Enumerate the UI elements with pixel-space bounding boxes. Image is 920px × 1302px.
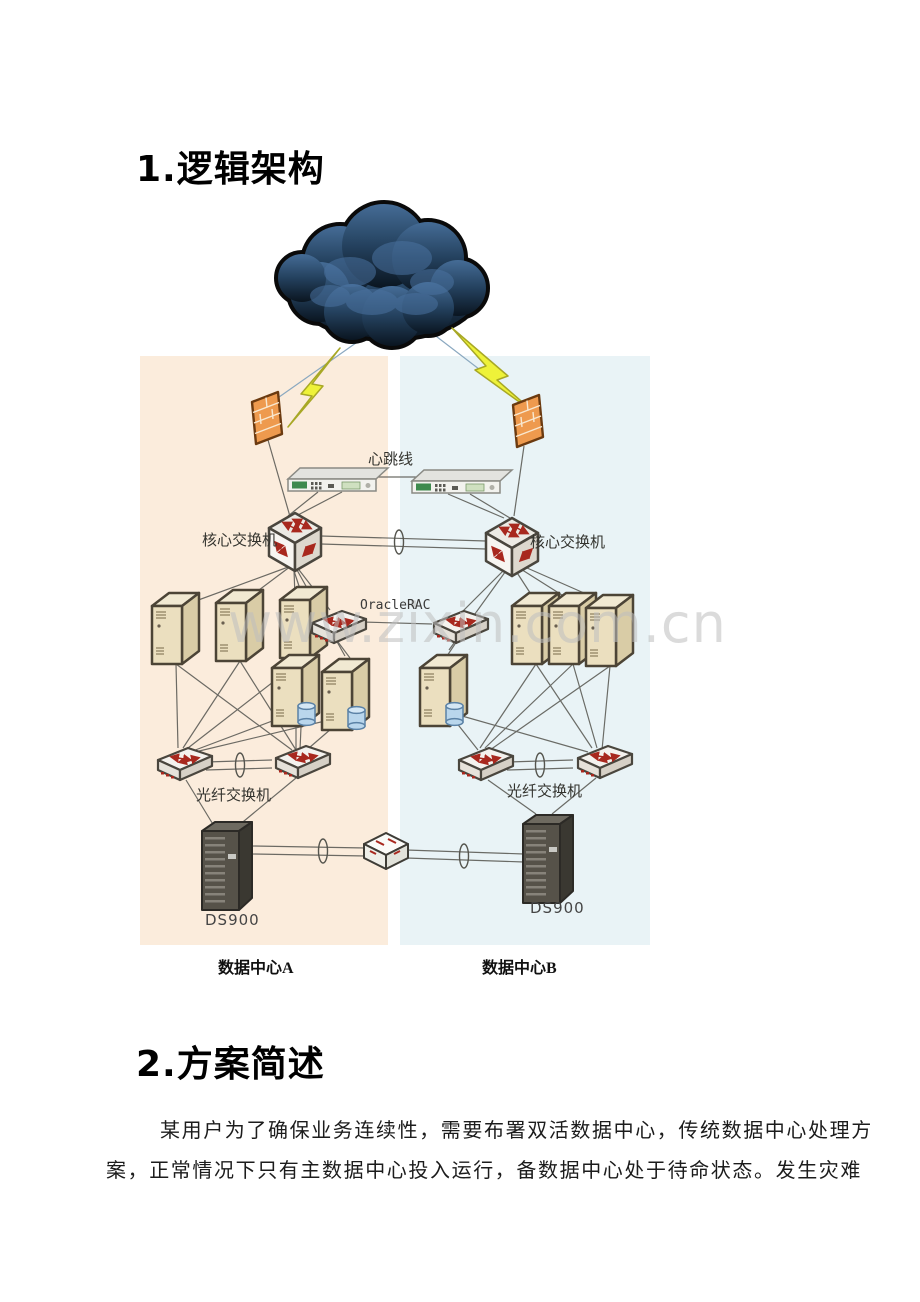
storage-tower-icon-a (201, 821, 253, 911)
paragraph-line: 某用户为了确保业务连续性，需要布署双活数据中心，传统数据中心处理方 (160, 1120, 873, 1142)
fiber-switch-left-label: 光纤交换机 (196, 788, 272, 804)
watermark: www.zixin.com.cn (228, 592, 727, 655)
rack-appliance-icon-b (411, 469, 513, 494)
storage-left-label: DS900 (205, 911, 260, 929)
fiber-switch-right-label: 光纤交换机 (507, 784, 583, 800)
section1-heading: 1.逻辑架构 (136, 149, 325, 190)
core-switch-left-label: 核心交换机 (202, 533, 278, 549)
datacenter-b-label: 数据中心B (482, 960, 557, 977)
tower-server-icon (150, 591, 201, 666)
heartbeat-label: 心跳线 (368, 452, 414, 468)
storage-right-label: DS900 (530, 899, 585, 917)
datacenter-a-label: 数据中心A (218, 960, 294, 977)
network-diagram (140, 200, 650, 945)
fiber-loop-icon (234, 529, 546, 869)
db-server-icon (420, 655, 467, 726)
section2-heading: 2.方案简述 (136, 1044, 325, 1085)
paragraph-line: 案，正常情况下只有主数据中心投入运行，备数据中心处于待命状态。发生灾难 (106, 1160, 862, 1182)
internet-cloud-icon (274, 200, 490, 350)
oracle-rac-label: OracleRAC (360, 598, 431, 613)
db-server-icon (272, 655, 319, 726)
core-switch-right-label: 核心交换机 (530, 535, 606, 551)
db-server-icon (322, 659, 369, 730)
storage-tower-icon-b (522, 814, 574, 904)
rack-appliance-icon-a (287, 467, 389, 492)
firewall-icon-a (250, 390, 284, 446)
firewall-icon-b (511, 393, 545, 449)
